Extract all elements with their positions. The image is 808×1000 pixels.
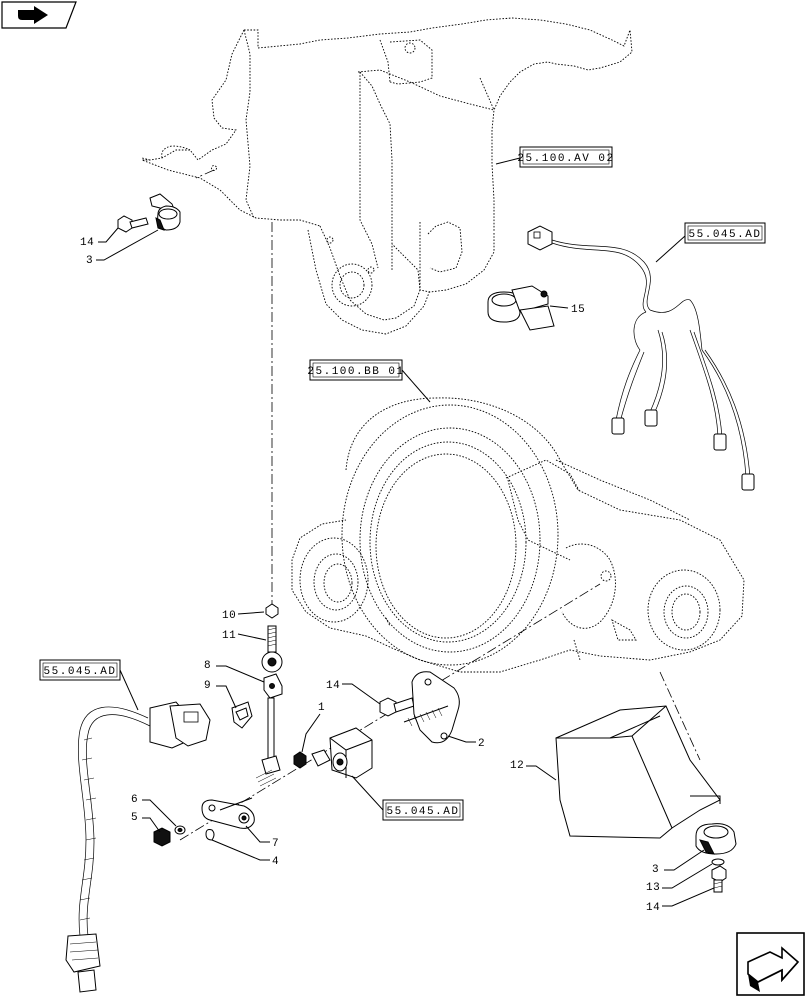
nut-1 bbox=[293, 751, 307, 769]
wire-harness-top bbox=[527, 225, 755, 491]
sensor-cable bbox=[65, 701, 211, 993]
callout-15: 15 bbox=[571, 304, 585, 316]
callout-3: 3 bbox=[652, 864, 659, 876]
reference-box-ad-mid[interactable]: 55.045.AD bbox=[351, 775, 464, 821]
reference-label: 55.045.AD bbox=[387, 806, 460, 818]
reference-label: 25.100.BB 01 bbox=[307, 366, 404, 378]
hose-clip-bottom bbox=[695, 823, 737, 855]
sensor-cover bbox=[555, 705, 721, 839]
reference-box-ad-left[interactable]: 55.045.AD bbox=[39, 659, 139, 711]
callout-11: 11 bbox=[222, 630, 236, 642]
callout-2: 2 bbox=[478, 738, 485, 750]
next-page-arrow-icon[interactable] bbox=[736, 932, 805, 996]
callout-14: 14 bbox=[80, 237, 94, 249]
callout-10: 10 bbox=[222, 610, 236, 622]
retaining-ring bbox=[205, 829, 215, 841]
sensor-lever bbox=[201, 797, 255, 829]
folded-page-arrow-icon[interactable] bbox=[1, 1, 77, 29]
bolt-middle bbox=[379, 697, 415, 717]
callout-1: 1 bbox=[318, 702, 325, 714]
washer-13 bbox=[711, 858, 725, 866]
callout-9: 9 bbox=[204, 680, 211, 692]
callout-14: 14 bbox=[646, 902, 660, 914]
lock-nut bbox=[153, 827, 171, 847]
callout-7: 7 bbox=[272, 838, 279, 850]
washer bbox=[174, 825, 186, 835]
reference-label: 25.100.AV 02 bbox=[517, 153, 614, 165]
rotary-sensor bbox=[311, 727, 373, 779]
callout-6: 6 bbox=[131, 794, 138, 806]
hose-clip-top bbox=[149, 193, 181, 231]
callout-8: 8 bbox=[204, 660, 211, 672]
callout-12: 12 bbox=[510, 760, 524, 772]
reference-label: 55.045.AD bbox=[44, 666, 117, 678]
callout-4: 4 bbox=[272, 856, 279, 868]
cable-clamp bbox=[487, 285, 555, 331]
callout-5: 5 bbox=[131, 812, 138, 824]
reference-box-av02[interactable]: 25.100.AV 02 bbox=[495, 146, 615, 168]
callout-14: 14 bbox=[326, 680, 340, 692]
linkage-rod bbox=[255, 673, 283, 787]
reference-box-ad-top[interactable]: 55.045.AD bbox=[655, 222, 766, 263]
sensor-bracket bbox=[403, 671, 460, 744]
bolt-bottom bbox=[711, 865, 727, 893]
nut-10 bbox=[265, 603, 279, 619]
bolt-top bbox=[117, 215, 149, 233]
callout-13: 13 bbox=[646, 882, 660, 894]
swing-housing bbox=[291, 397, 745, 673]
reference-box-bb01[interactable]: 25.100.BB 01 bbox=[307, 359, 431, 403]
ball-joint-rod bbox=[261, 625, 283, 673]
spring-clip bbox=[231, 701, 253, 729]
upper-frame bbox=[141, 17, 633, 335]
callout-3: 3 bbox=[86, 255, 93, 267]
reference-label: 55.045.AD bbox=[689, 229, 762, 241]
